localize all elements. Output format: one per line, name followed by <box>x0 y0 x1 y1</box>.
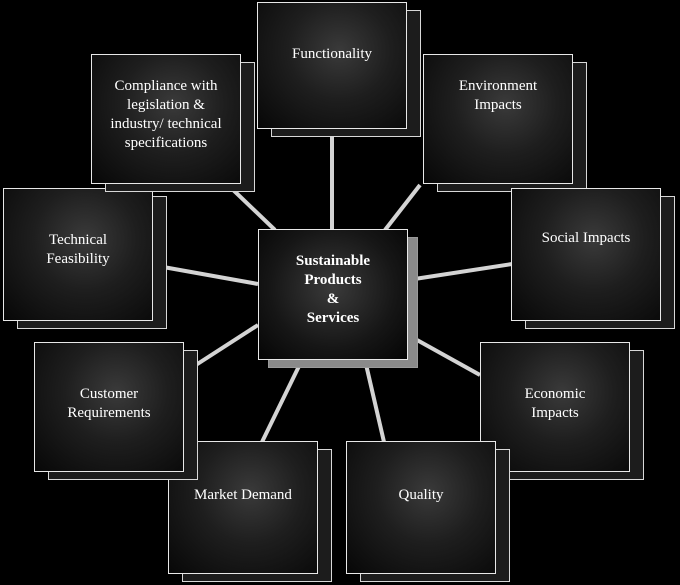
node-customer-requirements-label: Customer Requirements <box>34 342 184 472</box>
node-social-impacts: Social Impacts <box>511 188 675 329</box>
connector-quality <box>363 359 386 443</box>
connector-economic <box>407 333 481 377</box>
node-market-demand: Market Demand <box>168 441 332 582</box>
node-quality-label: Quality <box>346 441 496 574</box>
node-social-impacts-label: Social Impacts <box>511 188 661 321</box>
node-technical-feasibility: Technical Feasibility <box>3 188 167 329</box>
node-functionality-label: Functionality <box>257 2 407 129</box>
node-environment-impacts: Environment Impacts <box>423 54 587 192</box>
node-quality: Quality <box>346 441 510 582</box>
connector-compliance <box>226 183 277 232</box>
node-compliance-label: Compliance with legislation & industry/ … <box>91 54 241 184</box>
center-node: Sustainable Products & Services <box>258 229 418 368</box>
connector-market <box>260 359 304 443</box>
connector-environment <box>383 183 422 232</box>
node-compliance: Compliance with legislation & industry/ … <box>91 54 255 192</box>
node-technical-feasibility-label: Technical Feasibility <box>3 188 153 321</box>
node-customer-requirements: Customer Requirements <box>34 342 198 480</box>
node-environment-impacts-label: Environment Impacts <box>423 54 573 184</box>
node-functionality: Functionality <box>257 2 421 137</box>
connector-technical <box>151 263 259 286</box>
node-economic-impacts-label: Economic Impacts <box>480 342 630 472</box>
center-node-label: Sustainable Products & Services <box>258 229 408 360</box>
connector-social <box>407 262 513 282</box>
node-economic-impacts: Economic Impacts <box>480 342 644 480</box>
